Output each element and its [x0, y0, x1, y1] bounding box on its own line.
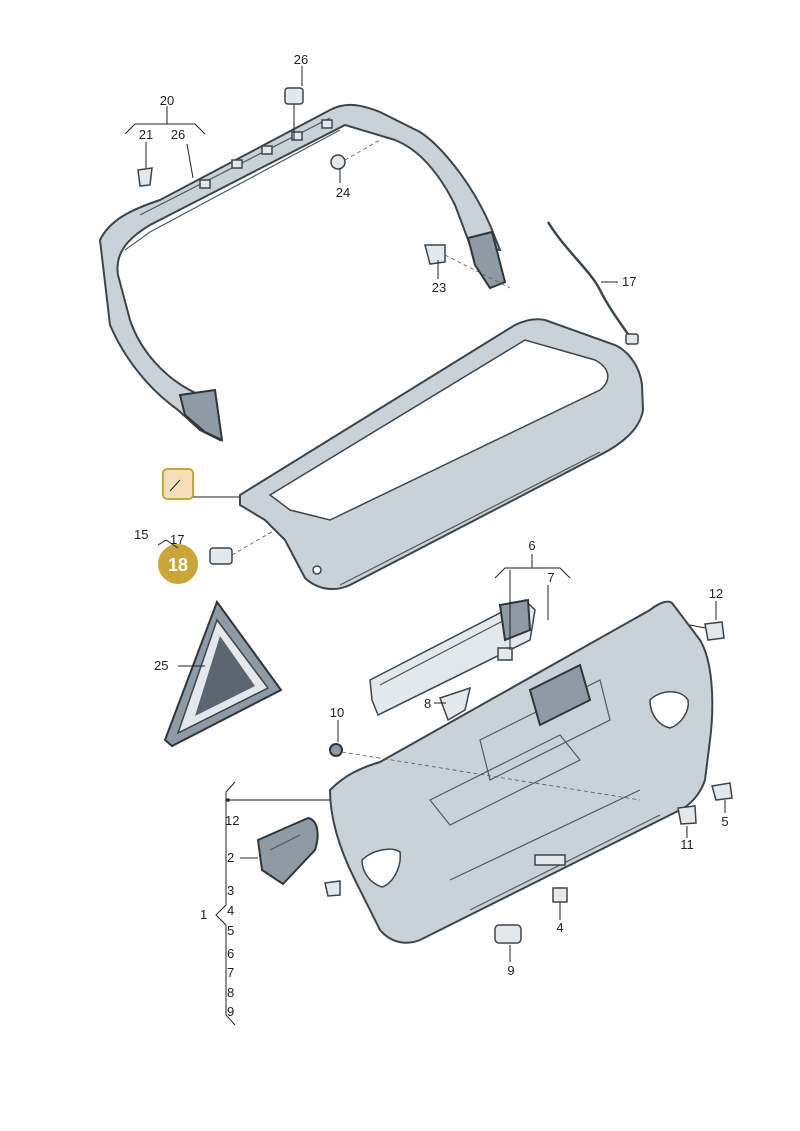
- label-col-7: 7: [227, 965, 234, 980]
- label-24: 24: [336, 185, 350, 200]
- label-8: 8: [424, 696, 431, 711]
- label-col-4: 4: [227, 903, 234, 918]
- warning-triangle[interactable]: [163, 599, 283, 748]
- clip-21[interactable]: [137, 167, 153, 187]
- label-2: 2: [227, 850, 234, 865]
- guide-rail[interactable]: [369, 598, 536, 717]
- label-21: 21: [139, 127, 153, 142]
- clip-9[interactable]: [494, 924, 522, 944]
- clip-4[interactable]: [552, 887, 568, 903]
- label-1: 1: [200, 907, 207, 922]
- clip-small[interactable]: [324, 880, 341, 897]
- badge-label: 18: [168, 555, 188, 575]
- label-col-6: 6: [227, 946, 234, 961]
- clip-11[interactable]: [677, 805, 697, 825]
- label-11: 11: [680, 837, 694, 852]
- label-20: 20: [160, 93, 174, 108]
- clip-26[interactable]: [284, 87, 304, 140]
- part-badge-18[interactable]: 18: [156, 542, 200, 586]
- label-6: 6: [528, 538, 535, 553]
- label-26-top: 26: [294, 52, 308, 67]
- cable-17[interactable]: [546, 221, 639, 345]
- label-12-right: 12: [709, 586, 723, 601]
- clip-24[interactable]: [330, 139, 381, 170]
- label-7: 7: [547, 570, 554, 585]
- label-5: 5: [721, 814, 728, 829]
- clip-5[interactable]: [711, 782, 733, 801]
- label-10: 10: [330, 705, 344, 720]
- label-26-left: 26: [171, 127, 185, 142]
- screw-10[interactable]: [329, 743, 641, 801]
- label-col-5: 5: [227, 923, 234, 938]
- label-17-left: 17: [170, 532, 184, 547]
- label-col-8: 8: [227, 985, 234, 1000]
- label-25: 25: [154, 658, 168, 673]
- sleeve-18[interactable]: [209, 529, 276, 565]
- label-4: 4: [556, 920, 563, 935]
- window-frame-panel[interactable]: [239, 318, 645, 591]
- clip-8[interactable]: [439, 686, 472, 722]
- label-17-right: 17: [622, 274, 636, 289]
- clip-23[interactable]: [424, 244, 511, 289]
- label-12-left: 12: [225, 813, 239, 828]
- lower-trim-panel[interactable]: [328, 600, 714, 944]
- label-9-bottom: 9: [507, 963, 514, 978]
- speaker-cover-2[interactable]: [256, 816, 319, 886]
- label-col-3: 3: [227, 883, 234, 898]
- reference-swatch: [162, 468, 194, 500]
- clip-12[interactable]: [689, 621, 725, 641]
- label-15: 15: [134, 527, 148, 542]
- label-col-9: 9: [227, 1004, 234, 1019]
- upper-frame-trim[interactable]: [98, 104, 507, 442]
- label-23: 23: [432, 280, 446, 295]
